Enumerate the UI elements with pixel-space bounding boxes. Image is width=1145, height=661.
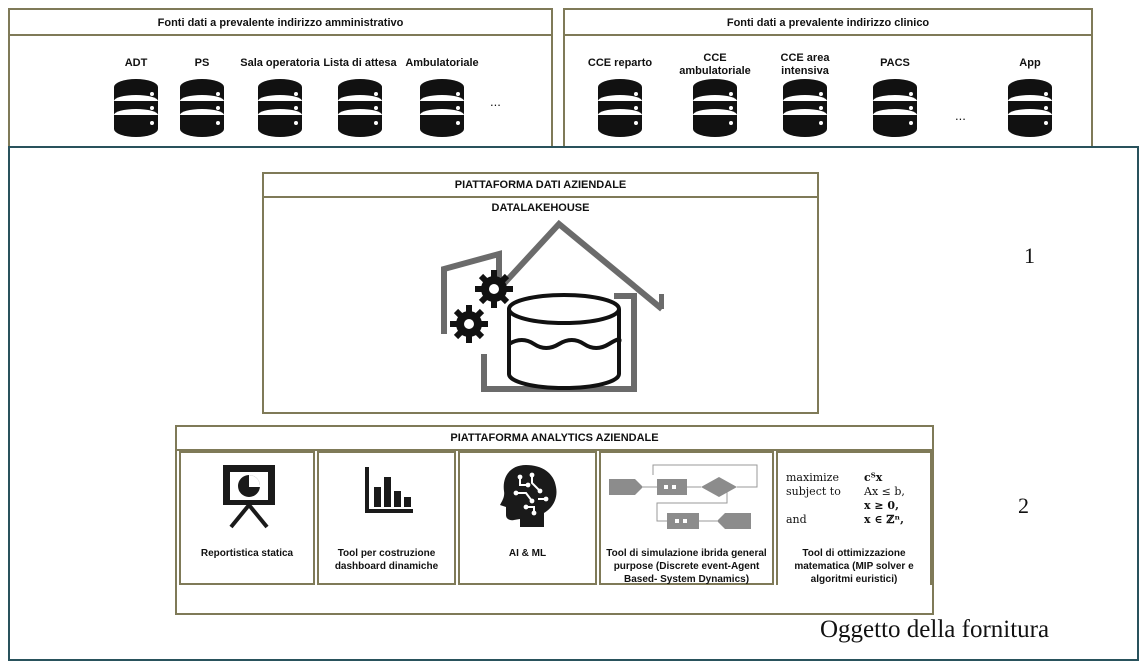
clinical-source-label: CCE reparto	[587, 57, 653, 69]
data-platform-box: PIATTAFORMA DATI AZIENDALE DATALAKEHOUSE	[262, 172, 819, 414]
math-row1-right: cᵀx	[864, 471, 883, 484]
admin-ellipsis: ...	[490, 94, 501, 109]
analytics-platform-box: PIATTAFORMA ANALYTICS AZIENDALE Reportis…	[175, 425, 934, 615]
clinical-source-0: CCE reparto	[588, 10, 652, 146]
admin-source-label: Ambulatoriale	[405, 57, 479, 69]
admin-source-2: Sala operatoria	[240, 10, 320, 146]
clinical-source-1: CCE ambulatoriale	[679, 10, 751, 146]
scope-label: Oggetto della fornitura	[820, 616, 1050, 643]
math-row1-left: maximize	[786, 471, 839, 484]
ai-head-icon	[500, 465, 557, 527]
database-icon	[112, 78, 160, 138]
clinical-sources-title: Fonti dati a prevalente indirizzo clinic…	[565, 12, 1091, 36]
admin-source-label: Lista di attesa	[323, 57, 397, 69]
admin-source-3: Lista di attesa	[323, 10, 397, 146]
clinical-sources-box: Fonti dati a prevalente indirizzo clinic…	[563, 8, 1093, 148]
database-icon	[178, 78, 226, 138]
admin-source-4: Ambulatoriale	[405, 10, 479, 146]
database-icon	[691, 78, 739, 138]
math-row2-left: subject to	[786, 485, 841, 498]
database-icon	[596, 78, 644, 138]
tool-optimization: maximize cᵀx subject to Ax ≤ b, x ≥ 0, and…	[776, 451, 932, 585]
lakehouse-icon	[441, 219, 664, 392]
math-row4-left: and	[786, 513, 807, 526]
database-icon	[336, 78, 384, 138]
clinical-source-4: App	[1006, 10, 1054, 146]
clinical-source-3: PACS	[871, 10, 919, 146]
clinical-ellipsis: ...	[955, 108, 966, 123]
math-row3-right: x ≥ 0,	[864, 499, 899, 512]
tool-simulation: Tool di simulazione ibrida general purpo…	[599, 451, 774, 585]
clinical-source-label: App	[1019, 57, 1041, 69]
database-icon	[781, 78, 829, 138]
tool-dashboard: Tool per costruzione dashboard dinamiche	[317, 451, 456, 585]
clinical-source-label: CCE area intensiva	[780, 52, 830, 77]
math-formula: maximize cᵀx subject to Ax ≤ b, x ≥ 0, and…	[786, 471, 931, 527]
tool-static-reporting: Reportistica statica	[179, 451, 315, 585]
admin-source-label: Sala operatoria	[240, 57, 320, 69]
tool-ai-ml: AI & ML	[458, 451, 597, 585]
tool-dashboard-label: Tool per costruzione dashboard dinamiche	[334, 548, 439, 572]
data-platform-title: PIATTAFORMA DATI AZIENDALE	[264, 174, 817, 198]
math-row2-right: Ax ≤ b,	[864, 485, 905, 498]
admin-sources-box: Fonti dati a prevalente indirizzo ammini…	[8, 8, 553, 148]
database-icon	[1006, 78, 1054, 138]
tool-optimization-label: Tool di ottimizzazione matematica (MIP s…	[794, 548, 914, 585]
datalakehouse-label: DATALAKEHOUSE	[491, 202, 590, 214]
math-row4-right: x ∈ ℤⁿ,	[864, 513, 904, 526]
tool-static-reporting-label: Reportistica statica	[200, 548, 294, 559]
admin-source-label: ADT	[124, 57, 148, 69]
clinical-source-2: CCE area intensiva	[781, 10, 829, 146]
data-platform-number: 1	[1024, 243, 1035, 268]
admin-source-0: ADT	[112, 10, 160, 146]
flowchart-icon	[609, 464, 758, 529]
admin-sources-title: Fonti dati a prevalente indirizzo ammini…	[10, 12, 551, 36]
presentation-board-icon	[223, 465, 275, 529]
admin-source-1: PS	[178, 10, 226, 146]
analytics-platform-number: 2	[1018, 493, 1029, 518]
clinical-source-label: CCE ambulatoriale	[679, 52, 751, 77]
tool-ai-ml-label: AI & ML	[508, 548, 547, 559]
database-icon	[871, 78, 919, 138]
tool-simulation-label: Tool di simulazione ibrida general purpo…	[606, 548, 767, 585]
bar-chart-icon	[365, 467, 413, 513]
admin-source-label: PS	[194, 57, 210, 69]
clinical-source-label: PACS	[880, 57, 910, 69]
analytics-platform-title: PIATTAFORMA ANALYTICS AZIENDALE	[177, 427, 932, 451]
database-icon	[418, 78, 466, 138]
database-icon	[256, 78, 304, 138]
